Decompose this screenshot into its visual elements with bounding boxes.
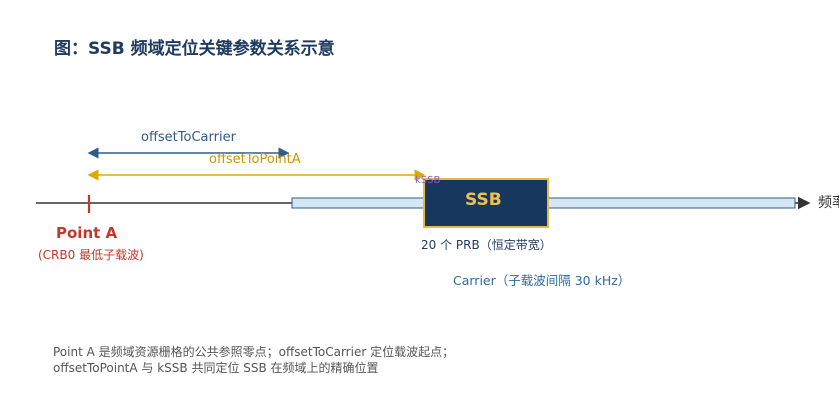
ssb-block (423, 178, 549, 228)
point-a-sublabel: (CRB0 最低子载波) (38, 248, 144, 262)
kssb-label: kSSB (415, 175, 441, 186)
footnote: Point A 是频域资源栅格的公共参照零点；offsetToCarrier 定… (53, 344, 454, 376)
offset-to-carrier-label: offsetToCarrier (141, 130, 236, 145)
carrier-label: Carrier（子载波间隔 30 kHz） (453, 273, 631, 288)
point-a-label: Point A (56, 224, 118, 242)
footnote-line-1: Point A 是频域资源栅格的公共参照零点；offsetToCarrier 定… (53, 345, 455, 359)
diagram-title: 图：SSB 频域定位关键参数关系示意 (54, 39, 335, 59)
offset-to-point-a-label: offsetToPointA (209, 152, 301, 167)
frequency-axis-label: 频率 (818, 195, 839, 211)
ssb-label: SSB (465, 190, 502, 210)
footnote-line-2: offsetToPointA 与 kSSB 共同定位 SSB 在频域上的精确位置 (53, 361, 379, 375)
prb-label: 20 个 PRB（恒定带宽） (421, 238, 552, 252)
